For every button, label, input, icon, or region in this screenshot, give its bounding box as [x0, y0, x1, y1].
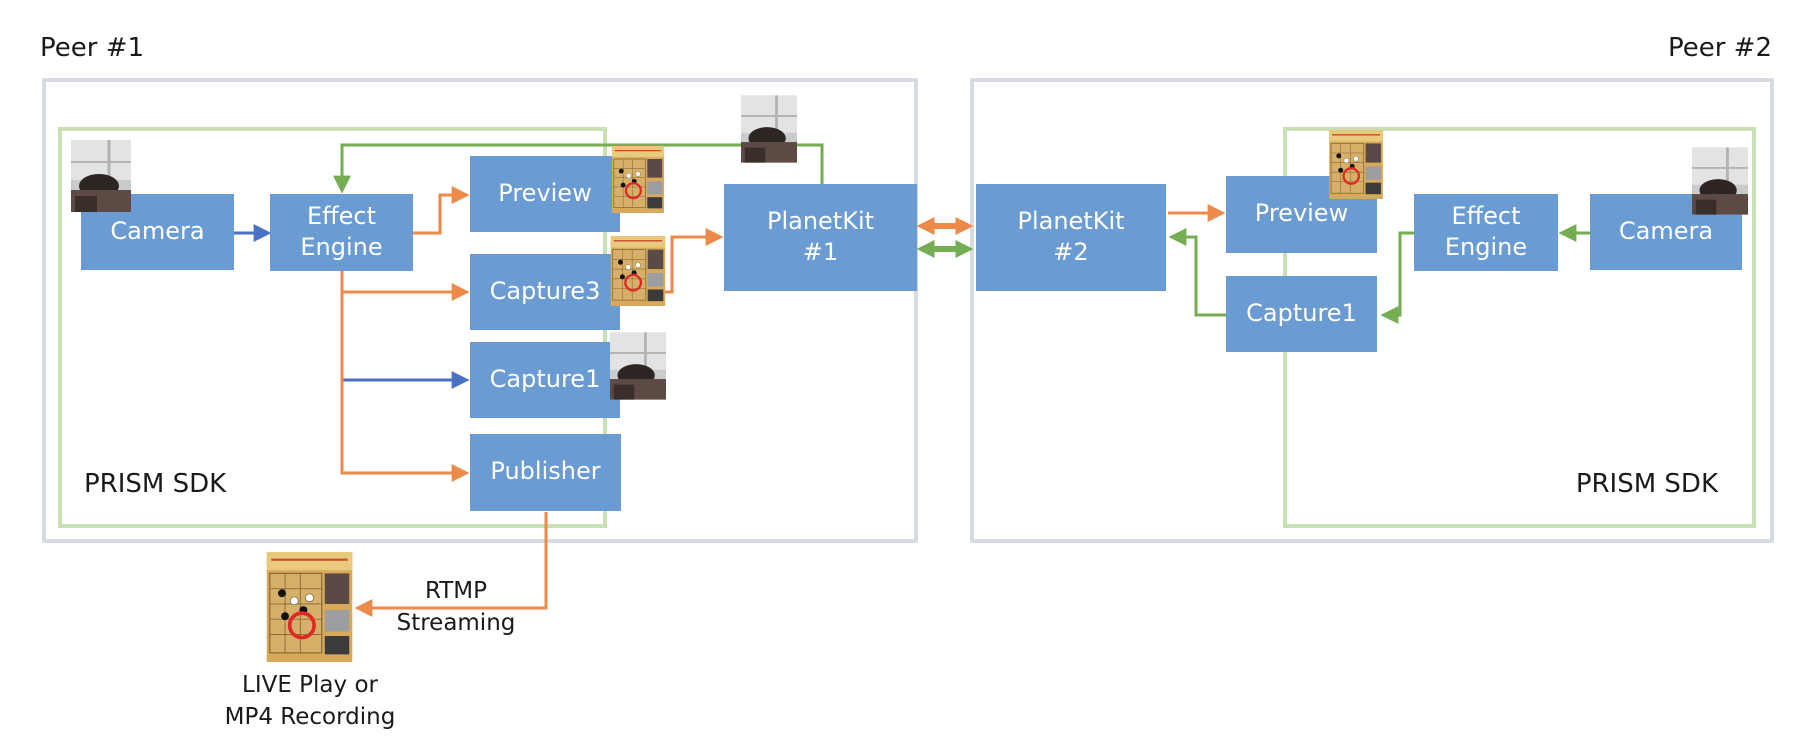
node-planetkit2: PlanetKit#2 — [976, 184, 1166, 291]
peer2-title: Peer #2 — [1668, 33, 1772, 63]
arrow-effect-to-capture1 — [340, 271, 470, 389]
node-preview1: Preview — [470, 156, 620, 232]
arrow-publisher-to-output — [354, 512, 548, 617]
node-capture1-left: Capture1 — [470, 342, 620, 418]
output-thumbnail-icon — [266, 552, 353, 662]
node-capture1-right-label: Capture1 — [1246, 299, 1357, 327]
node-camera1-label: Camera — [110, 217, 204, 245]
peer2-frame — [970, 78, 1774, 543]
peer1-title: Peer #1 — [40, 33, 144, 63]
capture3-thumbnail-icon — [610, 236, 666, 306]
node-preview1-label: Preview — [498, 179, 591, 207]
node-planetkit1: PlanetKit#1 — [724, 184, 917, 291]
capture1-thumbnail-icon — [610, 330, 666, 402]
arrow-capture1-to-planetkit2 — [1168, 228, 1226, 317]
camera1-thumbnail-icon — [71, 140, 131, 212]
peer1-sdk-label: PRISM SDK — [84, 469, 227, 499]
arrow-effect2-to-capture1 — [1380, 231, 1414, 324]
peer1-frame — [42, 78, 918, 543]
node-camera2-label: Camera — [1619, 217, 1713, 245]
node-capture1-right: Capture1 — [1226, 276, 1377, 352]
arrow-planetkit1-to-effect — [333, 143, 824, 194]
node-preview2-label: Preview — [1255, 199, 1348, 227]
node-camera2: Camera — [1590, 194, 1742, 270]
peer2-sdk-label: PRISM SDK — [1576, 469, 1719, 499]
node-publisher: Publisher — [470, 434, 621, 511]
preview2-thumbnail-icon — [1328, 130, 1384, 199]
preview1-thumbnail-icon — [610, 146, 666, 213]
arrow-capture3-to-planetkit1 — [664, 228, 724, 294]
arrow-effect-to-capture3 — [340, 271, 470, 301]
node-capture3: Capture3 — [470, 254, 620, 330]
node-planetkit2-label: PlanetKit#2 — [1017, 207, 1124, 266]
arrow-effect-to-publisher — [340, 271, 470, 482]
arrow-effect-to-preview — [412, 186, 470, 235]
planetkit1-thumbnail-icon — [741, 94, 797, 164]
node-planetkit1-label: PlanetKit#1 — [767, 207, 874, 266]
node-capture1-left-label: Capture1 — [490, 365, 601, 393]
camera2-thumbnail-icon — [1692, 146, 1748, 216]
node-capture3-label: Capture3 — [490, 277, 601, 305]
node-publisher-label: Publisher — [490, 457, 600, 485]
